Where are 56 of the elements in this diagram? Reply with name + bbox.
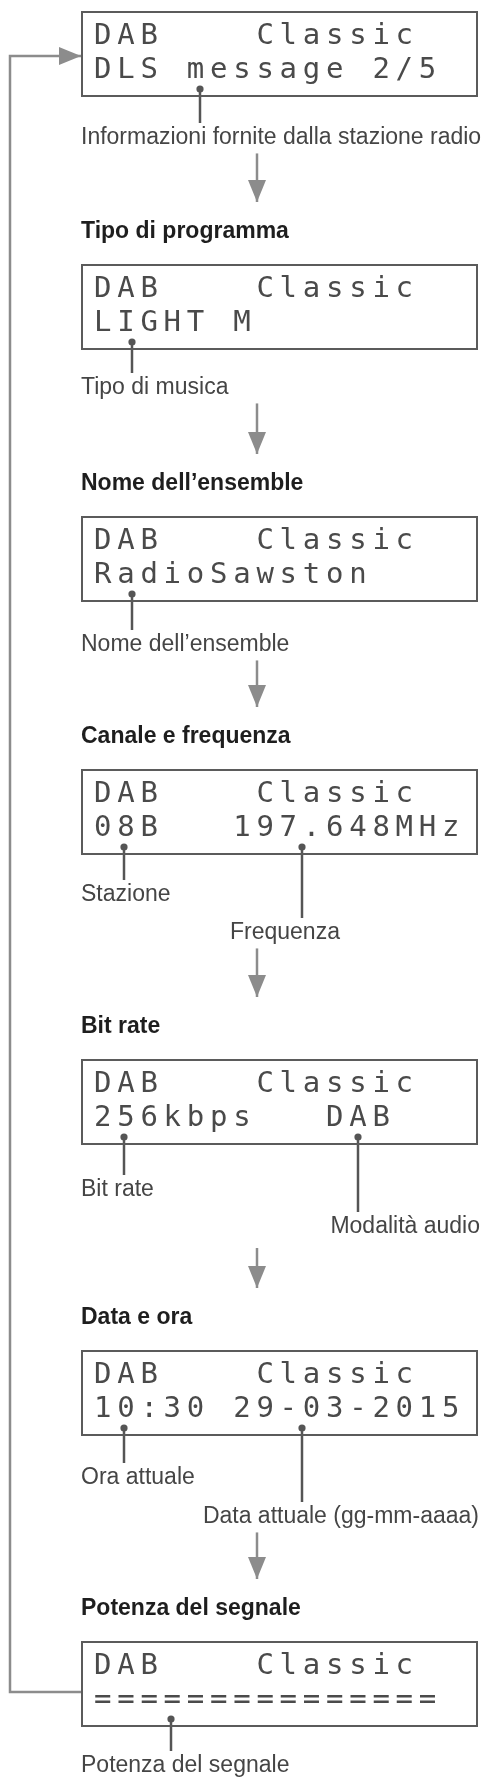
step-heading: Potenza del segnale [81, 1594, 301, 1621]
step-heading: Tipo di programma [81, 217, 289, 244]
callout-label: Bit rate [81, 1175, 154, 1202]
lcd-readout: DLS message 2/5 [94, 53, 442, 85]
step-heading: Bit rate [81, 1012, 161, 1039]
lcd-readout: =============== [94, 1683, 442, 1715]
callout-label: Informazioni fornite dalla stazione radio [81, 123, 482, 150]
step-heading: Nome dell’ensemble [81, 469, 304, 496]
step-heading: Data e ora [81, 1303, 193, 1330]
callout-label: Data attuale (gg-mm-aaaa) [202, 1502, 479, 1529]
lcd-readout: 256kbps [94, 1101, 257, 1133]
lcd-readout: DAB [94, 1358, 164, 1390]
leader-line [128, 590, 136, 630]
flow-arrow [248, 403, 266, 454]
lcd-readout: Classic [256, 777, 419, 809]
callout-label: Potenza del segnale [81, 1751, 290, 1778]
lcd-readout: DAB [94, 1067, 164, 1099]
lcd-readout: 08B [94, 811, 164, 843]
lcd-readout: DAB [94, 272, 164, 304]
lcd-readout: Classic [256, 1358, 419, 1390]
flow-arrow [248, 1248, 266, 1288]
lcd-readout: Classic [256, 19, 419, 51]
callout-label: Nome dell’ensemble [81, 630, 290, 657]
lcd-readout: Classic [256, 1649, 419, 1681]
step-heading: Canale e frequenza [81, 722, 291, 749]
lcd-readout: Classic [256, 524, 419, 556]
callout-label: Stazione [81, 880, 171, 907]
lcd-readout: DAB [94, 524, 164, 556]
callout-label: Modalità audio [330, 1212, 480, 1239]
lcd-readout: DAB [94, 1649, 164, 1681]
leader-line [120, 1424, 128, 1463]
lcd-readout: Classic [256, 1067, 419, 1099]
flow-arrow [248, 948, 266, 997]
lcd-readout: Classic [256, 272, 419, 304]
leader-line [120, 843, 128, 880]
flow-arrow [248, 153, 266, 202]
flow-arrow [248, 660, 266, 707]
leader-line [298, 843, 306, 918]
callout-label: Frequenza [230, 918, 340, 945]
flow-arrow [248, 1532, 266, 1579]
leader-line [196, 85, 204, 123]
leader-line [120, 1133, 128, 1175]
leader-line [354, 1133, 362, 1212]
lcd-readout: 197.648MHz [233, 811, 466, 843]
callout-label: Tipo di musica [81, 373, 229, 400]
leader-line [128, 338, 136, 373]
return-arrow [8, 47, 81, 1694]
leader-line [167, 1715, 175, 1751]
callout-label: Ora attuale [81, 1463, 195, 1490]
lcd-readout: 10:30 29-03-2015 [94, 1392, 466, 1424]
lcd-readout: DAB [326, 1101, 396, 1133]
leader-line [298, 1424, 306, 1502]
lcd-readout: LIGHT M [94, 306, 257, 338]
lcd-readout: RadioSawston [94, 558, 373, 590]
lcd-readout: DAB [94, 777, 164, 809]
lcd-readout: DAB [94, 19, 164, 51]
